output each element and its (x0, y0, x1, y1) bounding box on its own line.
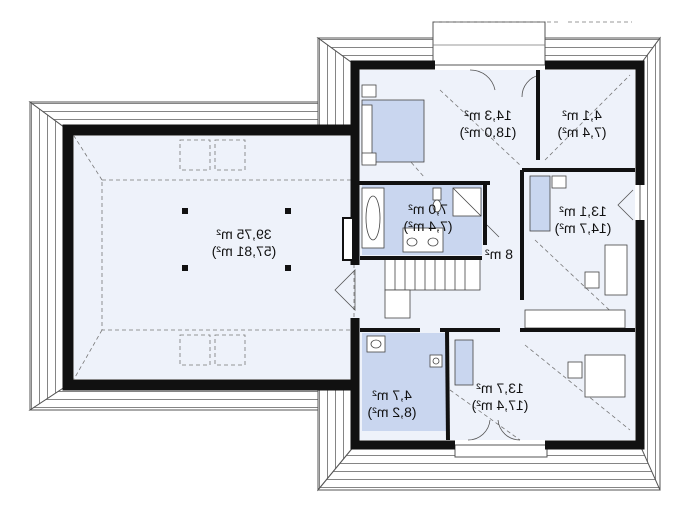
bedroom-bottom-gross: (17,4 m²) (471, 397, 529, 413)
hall-area: 8 m² (485, 246, 513, 262)
room-label-hall: 8 m² (476, 246, 522, 263)
bedroom-bottom-area: 13,7 m² (476, 380, 524, 396)
wc-area: 4,7 m² (372, 387, 412, 403)
attic-area: 39,75 m² (216, 226, 272, 242)
wc-gross: (8,2 m²) (367, 404, 417, 420)
closet-top-gross: (7,4 m²) (557, 124, 607, 140)
room-label-attic-large: 39,75 m² (57,81 m²) (199, 226, 289, 260)
doors (334, 69, 634, 441)
room-label-wc: 4,7 m² (8,2 m²) (357, 387, 427, 421)
room-label-bedroom-right: 13,1 m² (14,7 m²) (538, 203, 628, 237)
attic-posts (182, 208, 291, 271)
walls (62, 60, 645, 450)
bedroom-right-gross: (14,7 m²) (554, 220, 612, 236)
bedroom-right-area: 13,1 m² (559, 203, 607, 219)
room-label-bathroom: 7,0 m² (7,4 m²) (393, 201, 463, 235)
room-label-bedroom-top: 14,3 m² (18,0 m²) (446, 107, 530, 141)
bathroom-gross: (7,4 m²) (403, 218, 453, 234)
ceiling-lines (73, 74, 631, 441)
roof-eaves (28, 21, 661, 492)
closet-top-area: 4,1 m² (562, 107, 602, 123)
bedroom-top-area: 14,3 m² (464, 107, 512, 123)
furniture (361, 84, 628, 398)
room-label-closet-top: 4,1 m² (7,4 m²) (547, 107, 617, 141)
attic-gross: (57,81 m²) (211, 243, 277, 259)
bedroom-top-gross: (18,0 m²) (459, 124, 517, 140)
room-label-bedroom-bottom: 13,7 m² (17,4 m²) (458, 380, 542, 414)
bathroom-area: 7,0 m² (408, 201, 448, 217)
